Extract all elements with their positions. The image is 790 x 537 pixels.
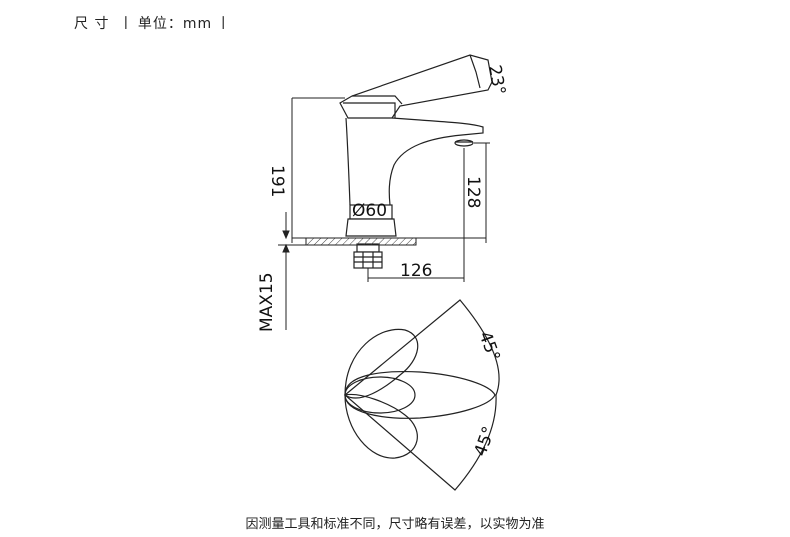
spout-height-label: 128: [463, 176, 483, 208]
dimension-lines: [278, 97, 490, 330]
header-unit: 单位：mm: [137, 16, 213, 32]
faucet-side-view: [339, 54, 493, 269]
header-separator: 丨: [118, 16, 134, 32]
base-diameter-label: Ø60: [352, 201, 387, 221]
rotation-lower-label: 45°: [471, 424, 500, 459]
faucet-top-view: [344, 299, 500, 491]
header-title: 尺 寸: [74, 16, 110, 32]
rotation-upper-label: 45°: [474, 329, 503, 364]
angle-top-label: 23°: [484, 63, 509, 96]
footer-note: 因测量工具和标准不同，尺寸略有误差，以实物为准: [245, 517, 545, 532]
header-separator-end: 丨: [216, 16, 232, 32]
max-deck-label: MAX15: [257, 272, 277, 332]
countertop-deck: [305, 237, 417, 246]
spout-reach-label: 126: [400, 261, 432, 281]
height-total-label: 191: [267, 165, 287, 197]
